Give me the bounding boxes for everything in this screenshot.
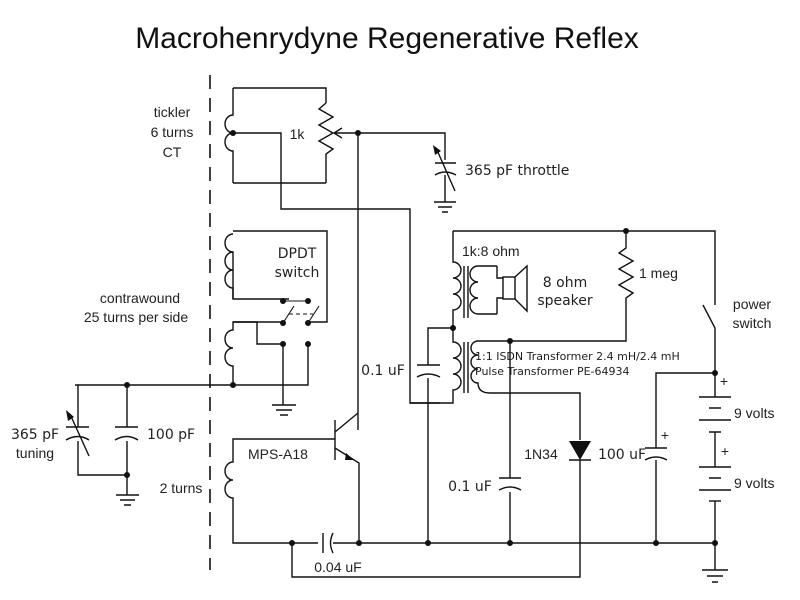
capacitor-0.1uf-bypass	[498, 477, 522, 491]
contrawound-turns-label: 25 turns per side	[84, 309, 188, 325]
tuning-variable-capacitor	[65, 410, 90, 457]
dpdt-switch	[233, 298, 320, 347]
electrolytic-bottom-node	[653, 540, 659, 546]
throttle-wire	[358, 132, 446, 160]
power-switch-label-2: switch	[733, 315, 772, 331]
speaker-type-label: speaker	[537, 293, 593, 309]
electrolytic-label: 100 uF	[598, 447, 646, 463]
transistor-mps-a18	[334, 412, 360, 543]
bypass-cap-bottom-node	[507, 540, 513, 546]
power-switch	[702, 304, 716, 373]
schematic-title: Macrohenrydyne Regenerative Reflex	[135, 22, 639, 55]
coupling-cap-label: 0.04 uF	[314, 559, 361, 575]
fixed-cap-label: 100 pF	[147, 427, 195, 443]
tuning-cap-wire	[77, 385, 127, 476]
contrawound-label: contrawound	[100, 290, 180, 306]
output-transformer-1k-8ohm	[452, 231, 497, 327]
electrolytic-capacitor-100uf	[644, 447, 668, 461]
emitter-node	[356, 540, 362, 546]
pot-label: 1k	[290, 126, 306, 142]
tickler-label: tickler	[154, 104, 191, 120]
isdn-transformer-label: 1:1 ISDN Transformer 2.4 mH/2.4 mH	[475, 350, 680, 363]
contrawound-coil-lower	[224, 321, 257, 385]
resistor-label: 1 meg	[639, 265, 678, 281]
bypass-cap-label: 0.1 uF	[448, 479, 492, 495]
battery1-label: 9 volts	[734, 405, 774, 421]
fixed-capacitor-100pf	[114, 426, 139, 441]
capacitor-0.1uf-primary	[416, 364, 441, 378]
coupling-capacitor-0.04uf	[322, 532, 334, 554]
pulse-transformer-label: Pulse Transformer PE-64934	[475, 365, 630, 378]
dpdt-ground-icon	[272, 404, 296, 416]
tickler-turns-label: 6 turns	[151, 124, 194, 140]
tank-top-wire	[75, 344, 309, 386]
diode-return-wire	[291, 460, 581, 578]
battery2-label: 9 volts	[734, 475, 774, 491]
power-switch-label: power	[733, 296, 771, 312]
primary-cap-bottom-node	[425, 540, 431, 546]
electrolytic-plus-sign: +	[661, 427, 669, 443]
electrolytic-wire	[655, 372, 715, 543]
throttle-variable-capacitor	[433, 145, 457, 202]
contrawound-bottom-node	[230, 382, 236, 388]
battery1-plus-sign: +	[720, 373, 728, 389]
speaker-icon	[496, 264, 528, 314]
contrawound-coil-upper	[224, 230, 328, 323]
tickler-ct-wire	[233, 132, 440, 404]
tuning-cap-label: 365 pF	[11, 427, 59, 443]
transistor-label: MPS-A18	[248, 446, 308, 462]
tank-bottom-node	[124, 472, 130, 478]
diode-1n34	[569, 441, 591, 461]
tickler-ct-label: CT	[163, 144, 182, 160]
resistor-1-meg	[510, 231, 635, 342]
battery-bottom-node	[712, 540, 718, 546]
tickler-top-wire	[233, 87, 327, 103]
base-coil-label: 2 turns	[160, 480, 203, 496]
supply-top-wire	[453, 230, 716, 305]
speaker-label: 8 ohm	[543, 275, 587, 291]
battery2-plus-sign: +	[721, 443, 729, 459]
battery-9v-lower	[699, 431, 731, 491]
output-transformer-label: 1k:8 ohm	[462, 243, 520, 259]
potentiometer-1k	[317, 102, 360, 183]
primary-cap-label: 0.1 uF	[361, 363, 405, 379]
isdn-pulse-transformer	[410, 328, 581, 440]
dpdt-switch-label: switch	[275, 265, 320, 281]
tuning-label: tuning	[16, 445, 54, 461]
dpdt-lower-wire	[256, 322, 283, 345]
primary-cap-wire	[427, 327, 453, 543]
throttle-label: 365 pF throttle	[465, 163, 569, 179]
battery-ground-icon	[702, 569, 728, 583]
base-coil-2-turns	[224, 438, 335, 544]
throttle-ground-icon	[434, 201, 456, 213]
battery-9v-upper	[699, 373, 731, 421]
diode-label: 1N34	[524, 446, 558, 462]
tank-ground-icon	[116, 494, 139, 506]
dpdt-label: DPDT	[278, 246, 317, 262]
